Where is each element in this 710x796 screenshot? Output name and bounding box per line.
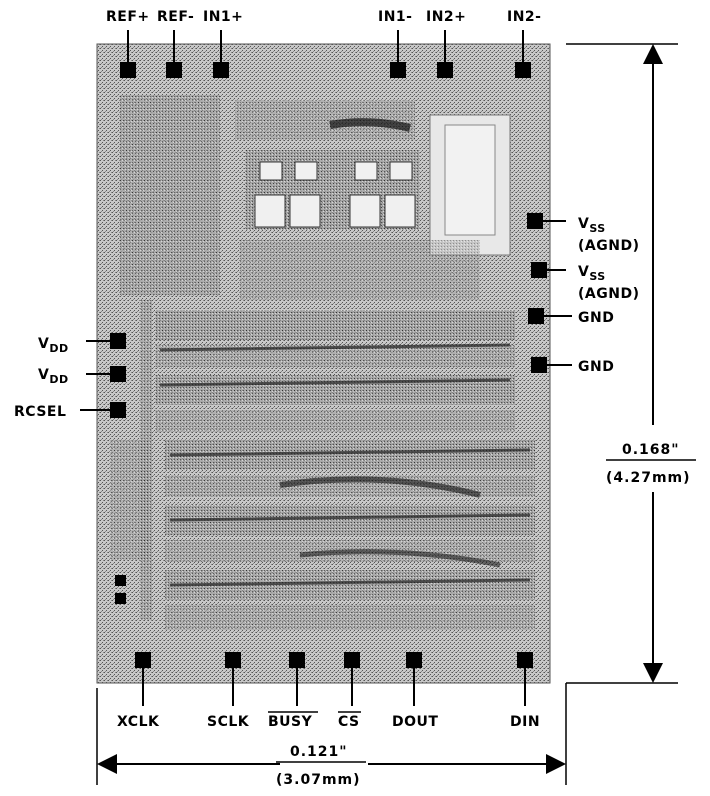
label-vdd-1: VDD bbox=[38, 336, 69, 355]
right-pads bbox=[527, 213, 547, 373]
label-in2-minus: IN2- bbox=[507, 9, 541, 25]
label-cs: CS bbox=[338, 714, 360, 730]
label-vss-2-main: V bbox=[578, 264, 589, 280]
top-pin-labels: REF+ REF- IN1+ IN1- IN2+ IN2- bbox=[106, 9, 541, 25]
top-pads bbox=[120, 62, 531, 78]
label-xclk: XCLK bbox=[117, 714, 160, 730]
label-gnd-2: GND bbox=[578, 359, 614, 375]
label-sclk: SCLK bbox=[207, 714, 250, 730]
label-vdd-2-main: V bbox=[38, 367, 49, 383]
label-vss-1: VSS bbox=[578, 216, 606, 235]
width-mm: (3.07mm) bbox=[276, 772, 361, 788]
left-pin-labels: VDD VDD RCSEL bbox=[14, 336, 69, 420]
pad-gnd-1 bbox=[528, 308, 544, 324]
left-leads bbox=[80, 340, 110, 411]
pad-in1-plus bbox=[213, 62, 229, 78]
pad-cs bbox=[344, 652, 360, 668]
label-in2-plus: IN2+ bbox=[426, 9, 466, 25]
label-ref-minus: REF- bbox=[157, 9, 194, 25]
pad-vdd-2 bbox=[110, 366, 126, 382]
pad-in1-minus bbox=[390, 62, 406, 78]
right-leads bbox=[543, 220, 572, 366]
label-vss-1-sub: SS bbox=[589, 222, 605, 235]
label-vdd-2-sub: DD bbox=[49, 373, 68, 386]
label-vdd-1-sub: DD bbox=[49, 342, 68, 355]
pad-in2-minus bbox=[515, 62, 531, 78]
right-pin-labels: VSS (AGND) VSS (AGND) GND GND bbox=[578, 216, 639, 375]
label-vss-2-note: (AGND) bbox=[578, 286, 639, 302]
pad-sclk bbox=[225, 652, 241, 668]
pad-rcsel bbox=[110, 402, 126, 418]
pad-busy bbox=[289, 652, 305, 668]
height-mm: (4.27mm) bbox=[606, 470, 691, 486]
pad-xclk bbox=[135, 652, 151, 668]
pad-vss-1 bbox=[527, 213, 543, 229]
bottom-leads bbox=[142, 668, 526, 706]
label-vss-1-note: (AGND) bbox=[578, 238, 639, 254]
pad-ref-minus bbox=[166, 62, 182, 78]
label-vss-1-main: V bbox=[578, 216, 589, 232]
bottom-pads bbox=[135, 652, 533, 668]
bottom-pin-labels: XCLK SCLK BUSY CS DOUT DIN bbox=[117, 711, 540, 730]
label-gnd-1: GND bbox=[578, 310, 614, 326]
label-vss-2: VSS bbox=[578, 264, 606, 283]
pad-misc-2 bbox=[115, 593, 126, 604]
left-pads bbox=[110, 333, 126, 604]
label-ref-plus: REF+ bbox=[106, 9, 150, 25]
pad-in2-plus bbox=[437, 62, 453, 78]
pad-dout bbox=[406, 652, 422, 668]
label-in1-minus: IN1- bbox=[378, 9, 412, 25]
height-inches: 0.168" bbox=[622, 442, 680, 458]
label-busy: BUSY bbox=[268, 714, 313, 730]
die-texture bbox=[110, 95, 535, 630]
label-vdd-2: VDD bbox=[38, 367, 69, 386]
label-vdd-1-main: V bbox=[38, 336, 49, 352]
label-vss-2-sub: SS bbox=[589, 270, 605, 283]
top-leads bbox=[127, 30, 524, 62]
pad-ref-plus bbox=[120, 62, 136, 78]
pad-gnd-2 bbox=[531, 357, 547, 373]
label-din: DIN bbox=[510, 714, 540, 730]
width-inches: 0.121" bbox=[290, 744, 348, 760]
label-rcsel: RCSEL bbox=[14, 404, 66, 420]
pad-vss-2 bbox=[531, 262, 547, 278]
pad-vdd-1 bbox=[110, 333, 126, 349]
pad-din bbox=[517, 652, 533, 668]
pad-misc-1 bbox=[115, 575, 126, 586]
label-in1-plus: IN1+ bbox=[203, 9, 243, 25]
label-dout: DOUT bbox=[392, 714, 438, 730]
width-dimension: 0.121" (3.07mm) bbox=[96, 683, 567, 788]
height-dimension: 0.168" (4.27mm) bbox=[566, 43, 696, 684]
